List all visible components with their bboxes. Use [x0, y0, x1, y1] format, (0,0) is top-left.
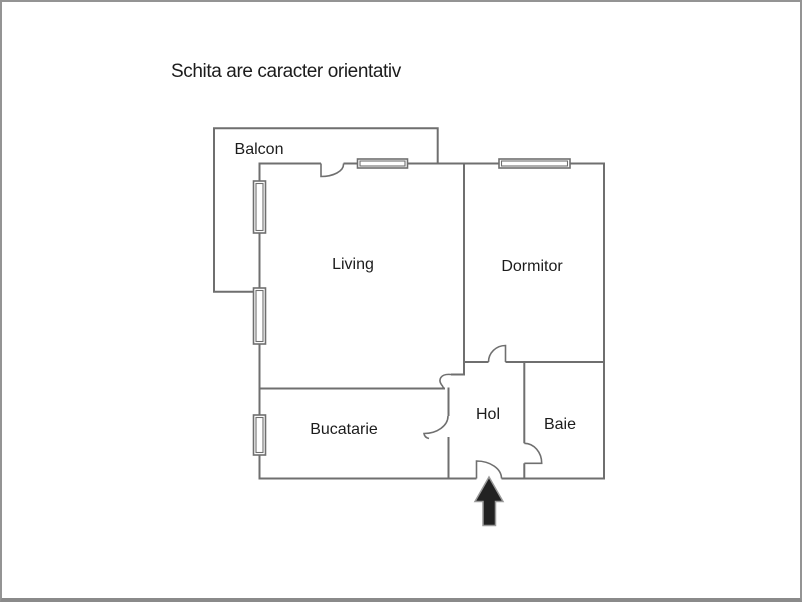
room-label-bucatarie: Bucatarie	[310, 421, 378, 438]
room-label-living: Living	[332, 256, 374, 273]
interior-walls	[258, 162, 605, 480]
dormitor-window-icon	[498, 158, 571, 169]
room-label-balcon: Balcon	[234, 141, 284, 158]
balcony-door-swing-icon	[320, 163, 345, 178]
page-title: Schita are caracter orientativ	[171, 61, 401, 82]
window-symbols	[252, 158, 571, 456]
living-left-window-icon-1	[252, 180, 267, 234]
bucatarie-window-icon	[252, 414, 267, 456]
entrance-door-swing-icon	[475, 460, 503, 479]
dormitor-door-swing-icon	[487, 344, 507, 363]
room-label-baie: Baie	[543, 416, 577, 433]
entrance-arrow-icon	[473, 475, 505, 527]
living-top-window-icon	[356, 158, 409, 169]
balcony-outline	[213, 127, 439, 293]
baie-door-swing-icon	[524, 442, 543, 465]
room-label-dormitor: Dormitor	[501, 258, 563, 275]
door-symbols	[320, 163, 543, 479]
living-hol-door-swing-icon	[439, 373, 452, 390]
bucatarie-door-swing-icon	[423, 415, 449, 440]
room-label-hol: Hol	[475, 406, 501, 423]
living-left-window-icon-2	[252, 287, 267, 345]
